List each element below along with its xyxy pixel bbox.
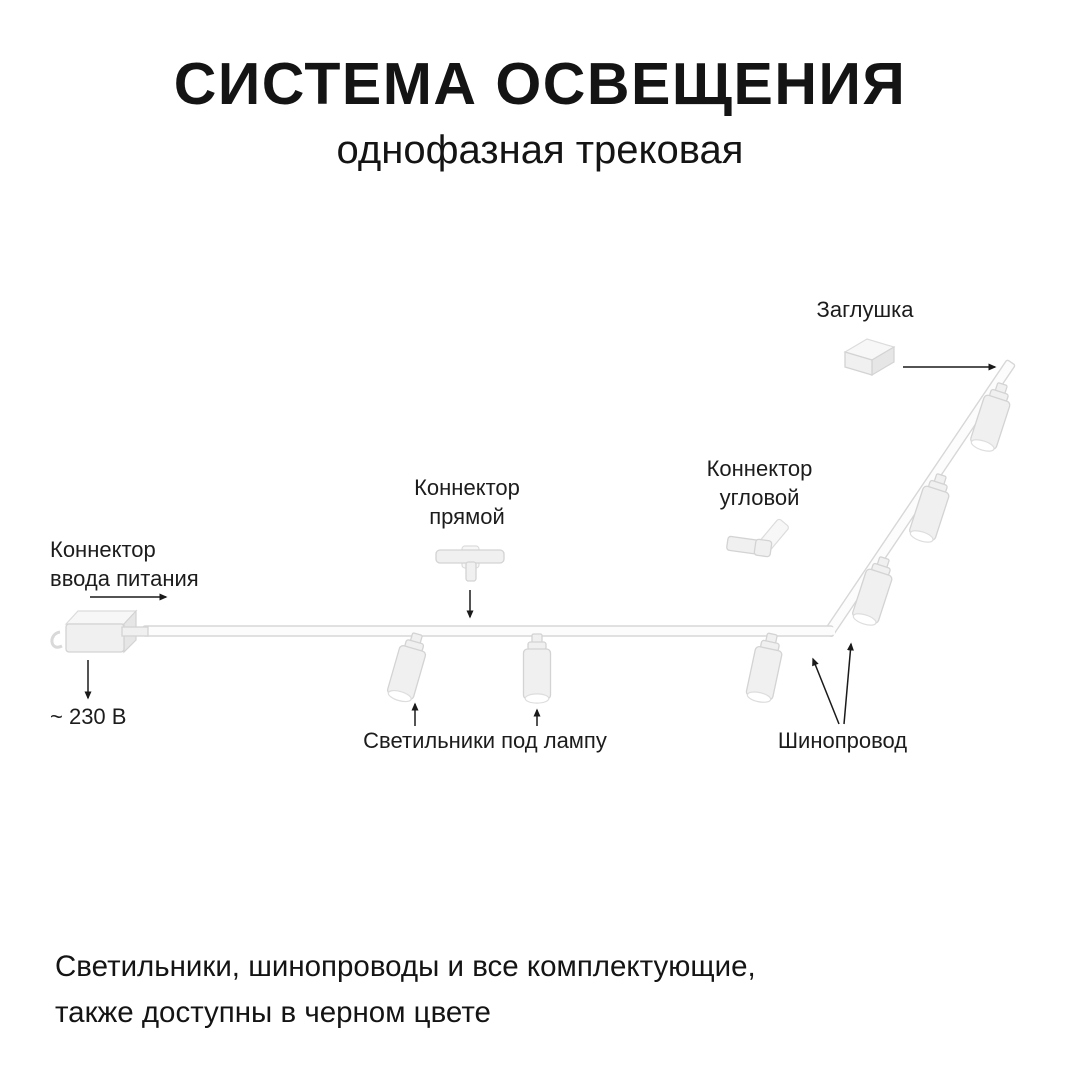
page-title: СИСТЕМА ОСВЕЩЕНИЯ (173, 51, 907, 117)
spotlight (522, 633, 552, 704)
label-corner-connector: Коннектор угловой (706, 456, 813, 510)
label-track: Шинопровод (777, 728, 908, 753)
label-lamps: Светильники под лампу (363, 728, 607, 753)
header: СИСТЕМА ОСВЕЩЕНИЯ однофазная трековая (0, 50, 1080, 173)
arrows (84, 363, 997, 726)
spotlight (744, 630, 787, 706)
footer-note: Светильники, шинопроводы и все комплекту… (55, 950, 756, 1029)
power-input-connector (50, 609, 149, 654)
end-cap-icon (843, 338, 896, 377)
arrow-track-2 (843, 642, 854, 725)
label-voltage: ~ 230 В (50, 704, 127, 729)
page-subtitle: однофазная трековая (336, 128, 744, 172)
label-power-input: Коннектор ввода питания (50, 537, 199, 591)
corner-connector-icon (726, 518, 789, 558)
label-straight-connector: Коннектор прямой (414, 475, 520, 529)
label-end-cap: Заглушка (816, 297, 914, 322)
arrow-track-1 (812, 657, 840, 725)
spotlight (384, 629, 432, 705)
track-horizontal (142, 625, 834, 637)
straight-connector-icon (435, 545, 505, 582)
track-corner-joint (823, 627, 835, 635)
